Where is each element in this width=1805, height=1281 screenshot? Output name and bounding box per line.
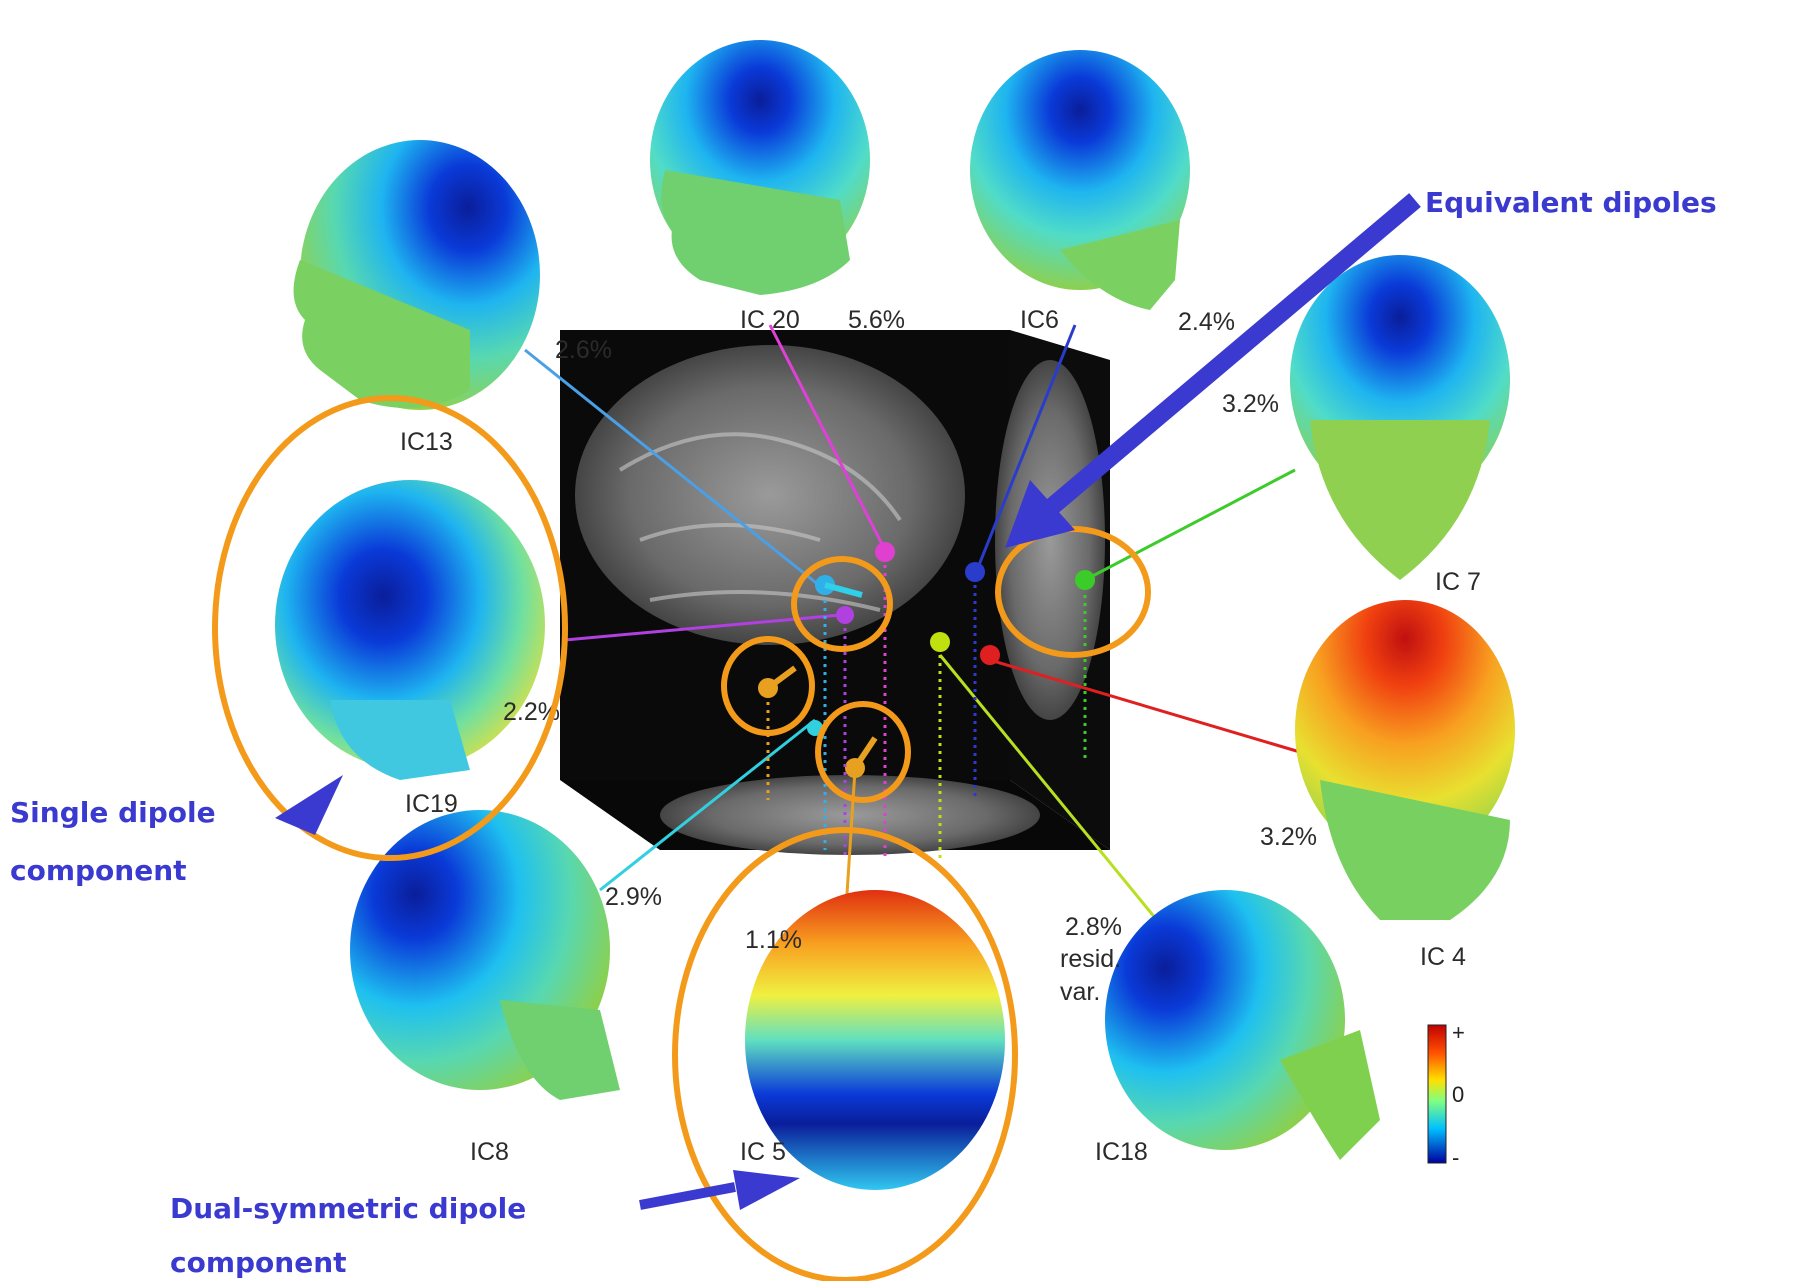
label-ic5: IC 5 [740, 1138, 786, 1166]
colorbar-zero: 0 [1452, 1082, 1464, 1107]
colorbar-plus: + [1452, 1020, 1465, 1045]
label-ic7: IC 7 [1435, 568, 1481, 596]
variance-ic20: 5.6% [848, 306, 905, 334]
annotation-single-dipole-line1: Single dipole [10, 796, 216, 829]
label-ic20: IC 20 [740, 306, 800, 334]
label-ic6: IC6 [1020, 306, 1059, 334]
arrow-single-dipole [275, 775, 343, 835]
variance-ic13: 2.6% [555, 336, 612, 364]
head-ic18 [1105, 890, 1380, 1160]
arrow-dual-dipole-head [733, 1170, 800, 1210]
annotation-single-dipole-line2: component [10, 854, 187, 887]
head-ic6 [970, 50, 1190, 310]
head-ic7 [1290, 255, 1510, 580]
arrow-dual-dipole-shaft [640, 1187, 735, 1205]
head-ic8 [350, 810, 620, 1100]
brain-mri-box [560, 330, 1110, 855]
variance-ic7: 3.2% [1222, 390, 1279, 418]
label-ic19: IC19 [405, 790, 458, 818]
head-ic20 [650, 40, 870, 295]
annotation-dual-dipole-line1: Dual-symmetric dipole [170, 1192, 526, 1225]
var-label-ic18: var. [1060, 978, 1100, 1006]
annotation-dual-dipole-line2: component [170, 1246, 347, 1279]
label-ic18: IC18 [1095, 1138, 1148, 1166]
label-ic8: IC8 [470, 1138, 509, 1166]
variance-ic5: 1.1% [745, 926, 802, 954]
variance-ic8: 2.9% [605, 883, 662, 911]
sagittal-slice [575, 345, 965, 645]
colorbar-minus: - [1452, 1145, 1459, 1170]
label-ic13: IC13 [400, 428, 453, 456]
variance-ic18: 2.8% [1065, 913, 1122, 941]
head-ic4 [1295, 600, 1515, 920]
colorbar: + 0 - [1428, 1020, 1465, 1170]
head-ic19 [275, 480, 545, 780]
annotation-equivalent-dipoles: Equivalent dipoles [1425, 186, 1717, 219]
variance-ic4: 3.2% [1260, 823, 1317, 851]
resid-label-ic18: resid. [1060, 945, 1121, 973]
label-ic4: IC 4 [1420, 943, 1466, 971]
head-ic13 [294, 140, 540, 410]
variance-ic6: 2.4% [1178, 308, 1235, 336]
